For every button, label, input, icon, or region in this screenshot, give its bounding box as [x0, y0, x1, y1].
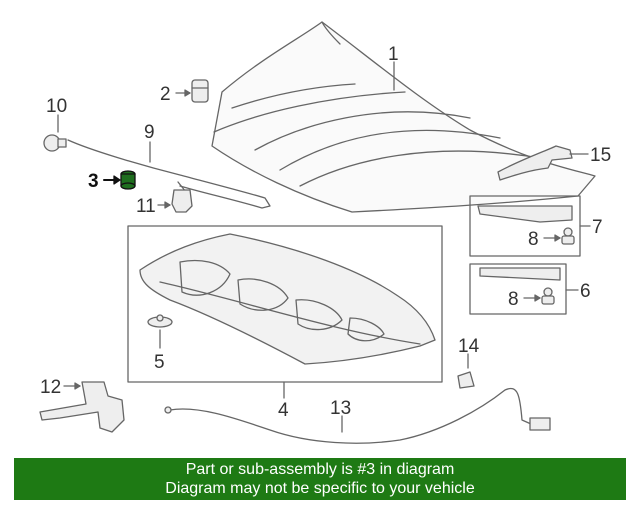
hood-panel	[211, 21, 596, 213]
callout-13: 13	[330, 398, 351, 419]
info-banner: Part or sub-assembly is #3 in diagram Di…	[14, 458, 626, 500]
callout-6: 6	[580, 281, 591, 302]
callout-9: 9	[144, 122, 155, 143]
banner-line-2: Diagram may not be specific to your vehi…	[165, 480, 475, 497]
callout-8a: 8	[528, 229, 539, 250]
callout-3: 3	[88, 171, 99, 192]
callout-14: 14	[458, 336, 480, 357]
weatherstrip-6-part	[479, 267, 561, 281]
callout-2: 2	[160, 84, 171, 105]
callout-11: 11	[136, 196, 156, 217]
callout-4: 4	[278, 400, 289, 421]
callout-10: 10	[46, 96, 67, 117]
callout-7: 7	[592, 217, 603, 238]
hood-insulator-part	[139, 233, 436, 365]
weatherstrip-6-box	[469, 263, 567, 315]
screw-8a-part	[561, 227, 575, 245]
weatherstrip-7-part	[477, 205, 573, 223]
banner-line-1: Part or sub-assembly is #3 in diagram	[185, 461, 455, 478]
weatherstrip-7-box	[469, 195, 581, 257]
clip-10-part	[43, 134, 67, 152]
rod-holder-part	[171, 189, 193, 213]
hood-latch-part	[39, 381, 125, 433]
screw-8b-part	[541, 287, 555, 305]
clip-5-part	[147, 314, 173, 328]
hood-bumper-part	[191, 79, 209, 103]
insulator-box	[127, 225, 443, 383]
callout-1: 1	[388, 44, 399, 65]
release-cable-part	[164, 387, 551, 444]
hood-hinge-part	[497, 145, 573, 181]
callout-8b: 8	[508, 289, 519, 310]
highlighted-part-3	[120, 170, 136, 190]
clip-14-part	[457, 371, 475, 389]
callout-5: 5	[154, 352, 165, 373]
callout-15: 15	[590, 145, 611, 166]
callout-12: 12	[40, 377, 61, 398]
